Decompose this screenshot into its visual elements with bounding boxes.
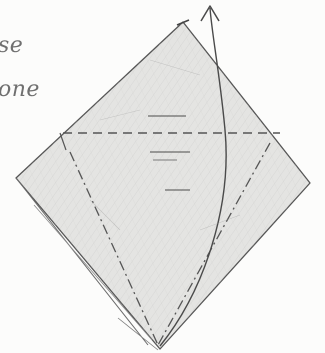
paper-square (16, 22, 310, 349)
note-line-1: se (0, 33, 23, 58)
note-line-2: one (0, 77, 40, 102)
